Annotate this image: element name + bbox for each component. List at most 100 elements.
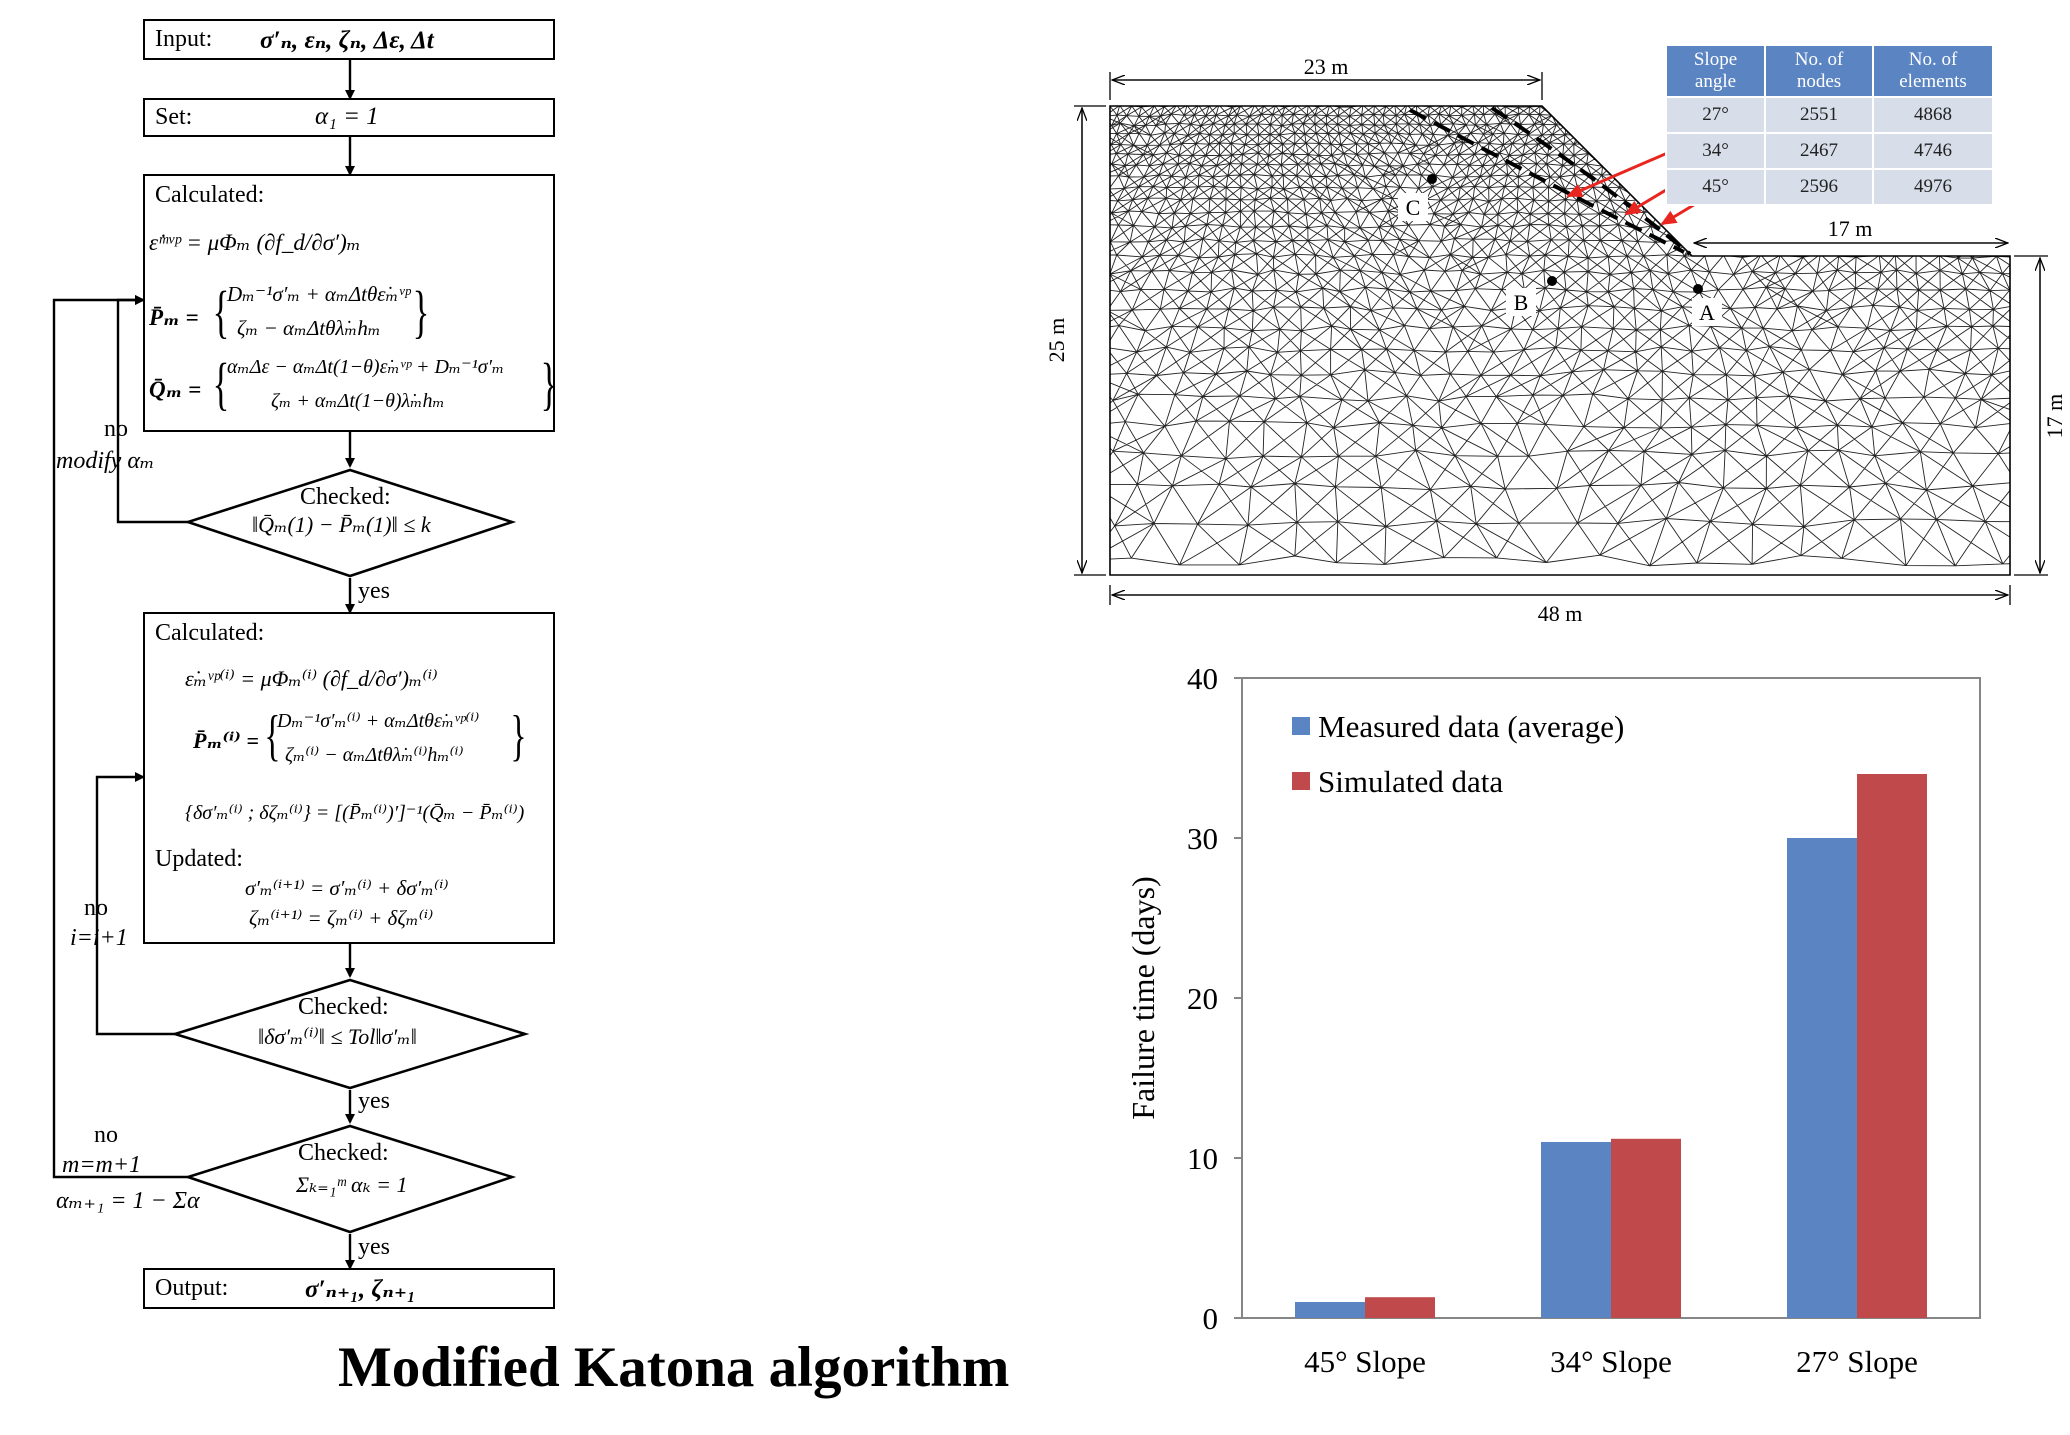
slip-surface-2 [1490,106,1692,256]
slip-surface-1 [1409,108,1685,254]
measured-bar [1541,1142,1611,1318]
simulated-bar [1857,774,1927,1318]
check3-label: Checked: [298,1140,389,1166]
dim-top: 23 m [1304,54,1349,79]
input-expr: σ′ₙ, εₙ, ζₙ, Δε, Δt [260,27,434,54]
check3-yes: yes [358,1234,390,1260]
calc2-p-brace-open: { [264,705,281,767]
calc1-eq2b: ζₘ − αₘΔtθλ̇ₘhₘ [237,316,381,340]
calc1-q-brace-open: { [212,351,230,416]
cell-elements: 4746 [1872,132,1994,170]
y-axis-label: Failure time (days) [1125,876,1161,1119]
check1-diamond [183,468,517,578]
calc1-q-symbol: Q̄ₘ = [149,377,202,402]
measured-bar [1787,838,1857,1318]
cell-angle: 34° [1665,132,1766,170]
y-tick-label: 0 [1203,1301,1219,1336]
dim-bottom: 48 m [1538,601,1583,626]
table-row: 34° 2467 4746 [1665,132,1994,170]
loop2-text: i=i+1 [70,925,128,951]
table-row: 45° 2596 4976 [1665,168,1994,206]
check2-no: no [84,895,108,921]
calc1-p-brace-open: { [212,279,230,344]
check3-expr: Σₖ₌₁ᵐ αₖ = 1 [296,1172,408,1197]
calc1-q-brace-close: } [540,351,558,416]
calc1-p-symbol: P̄ₘ = [149,305,199,330]
y-tick-label: 10 [1187,1141,1218,1176]
legend: Measured data (average) Simulated data [1292,709,1624,799]
dim-step: 17 m [1828,216,1873,241]
calc1-eq3a: αₘΔε − αₘΔt(1−θ)ε̇ₘᵛᵖ + Dₘ⁻¹σ′ₘ [227,356,505,378]
output-expr: σ′ₙ₊₁, ζₙ₊₁ [305,1276,416,1303]
cell-elements: 4868 [1872,96,1994,134]
simulated-bar [1611,1138,1681,1318]
set-box: Set: α₁ = 1 [143,98,555,137]
calc2-box: Calculated: ε̇ₘᵛᵖ⁽ⁱ⁾ = μΦₘ⁽ⁱ⁾ (∂f_d/∂σ′)… [143,612,555,944]
check2-label: Checked: [298,994,389,1020]
check3-diamond [183,1124,517,1234]
y-tick-label: 30 [1187,821,1218,856]
calc2-eq3: {δσ′ₘ⁽ⁱ⁾ ; δζₘ⁽ⁱ⁾} = [(P̄ₘ⁽ⁱ⁾)′]⁻¹(Q̄ₘ −… [185,802,525,824]
x-tick-label: 34° Slope [1550,1344,1672,1379]
calc2-eq4: σ′ₘ⁽ⁱ⁺¹⁾ = σ′ₘ⁽ⁱ⁾ + δσ′ₘ⁽ⁱ⁾ [245,876,449,900]
caption: Modified Katona algorithm [338,1336,1010,1399]
calc2-eq2b: ζₘ⁽ⁱ⁾ − αₘΔtθλ̇ₘ⁽ⁱ⁾hₘ⁽ⁱ⁾ [285,744,464,766]
point-b: B [1506,276,1557,316]
loop3-text-a: m=m+1 [62,1152,142,1178]
calc2-eq5: ζₘ⁽ⁱ⁺¹⁾ = ζₘ⁽ⁱ⁾ + δζₘ⁽ⁱ⁾ [249,906,434,930]
set-expr: α₁ = 1 [315,103,379,130]
mesh-outline [1109,105,2011,576]
calc1-eq3b: ζₘ + αₘΔt(1−θ)λ̇ₘhₘ [271,390,445,412]
check1-expr: ‖Q̄ₘ(1) − P̄ₘ(1)‖ ≤ k [252,512,431,537]
y-tick-label: 40 [1187,661,1218,696]
check1-no: no [104,416,128,442]
check2-expr: ‖δσ′ₘ⁽ⁱ⁾‖ ≤ Tol‖σ′ₘ‖ [258,1024,417,1049]
input-box: Input: σ′ₙ, εₙ, ζₙ, Δε, Δt [143,19,555,60]
check2-yes: yes [358,1088,390,1114]
check3-no: no [94,1122,118,1148]
x-tick-label: 45° Slope [1304,1344,1426,1379]
simulated-bar [1365,1297,1435,1318]
cell-nodes: 2551 [1764,96,1874,134]
y-tick-label: 20 [1187,981,1218,1016]
loop3-text-b: αₘ₊₁ = 1 − Σα [56,1188,200,1214]
calc2-p-brace-close: } [510,705,527,767]
cell-angle: 27° [1665,96,1766,134]
output-box: Output: σ′ₙ₊₁, ζₙ₊₁ [143,1268,555,1309]
legend-simulated: Simulated data [1318,764,1503,799]
point-c: C [1398,174,1437,221]
dim-right: 17 m [2042,394,2067,439]
svg-text:C: C [1406,195,1421,220]
cell-nodes: 2596 [1764,168,1874,206]
calc2-eq1: ε̇ₘᵛᵖ⁽ⁱ⁾ = μΦₘ⁽ⁱ⁾ (∂f_d/∂σ′)ₘ⁽ⁱ⁾ [185,666,438,691]
cell-nodes: 2467 [1764,132,1874,170]
calc1-box: Calculated: ε̇ᵐᵛᵖ = μΦₘ (∂f_d/∂σ′)ₘ P̄ₘ … [143,174,558,432]
output-label: Output: [155,1275,229,1301]
dim-left: 25 m [1044,318,1069,363]
check1-label: Checked: [300,484,391,510]
legend-measured: Measured data (average) [1318,709,1624,744]
loop1-text: modify αₘ [56,448,155,474]
calc1-eq2a: Dₘ⁻¹σ′ₘ + αₘΔtθε̇ₘᵛᵖ [227,282,411,306]
calc2-p-symbol: P̄ₘ⁽ⁱ⁾ = [193,728,259,753]
y-axis: 0 10 20 30 40 [1187,661,1242,1336]
measured-bar [1295,1302,1365,1318]
legend-swatch-simulated [1292,772,1310,790]
check1-yes: yes [358,578,390,604]
svg-text:B: B [1514,290,1529,315]
svg-text:A: A [1699,300,1715,325]
calc2-eq2a: Dₘ⁻¹σ′ₘ⁽ⁱ⁾ + αₘΔtθε̇ₘᵛᵖ⁽ⁱ⁾ [277,710,480,732]
point-a: A [1692,284,1722,326]
calc2-label: Calculated: [155,620,265,646]
cell-elements: 4976 [1872,168,1994,206]
set-label: Set: [155,104,193,130]
cell-angle: 45° [1665,168,1766,206]
input-label: Input: [155,26,213,52]
